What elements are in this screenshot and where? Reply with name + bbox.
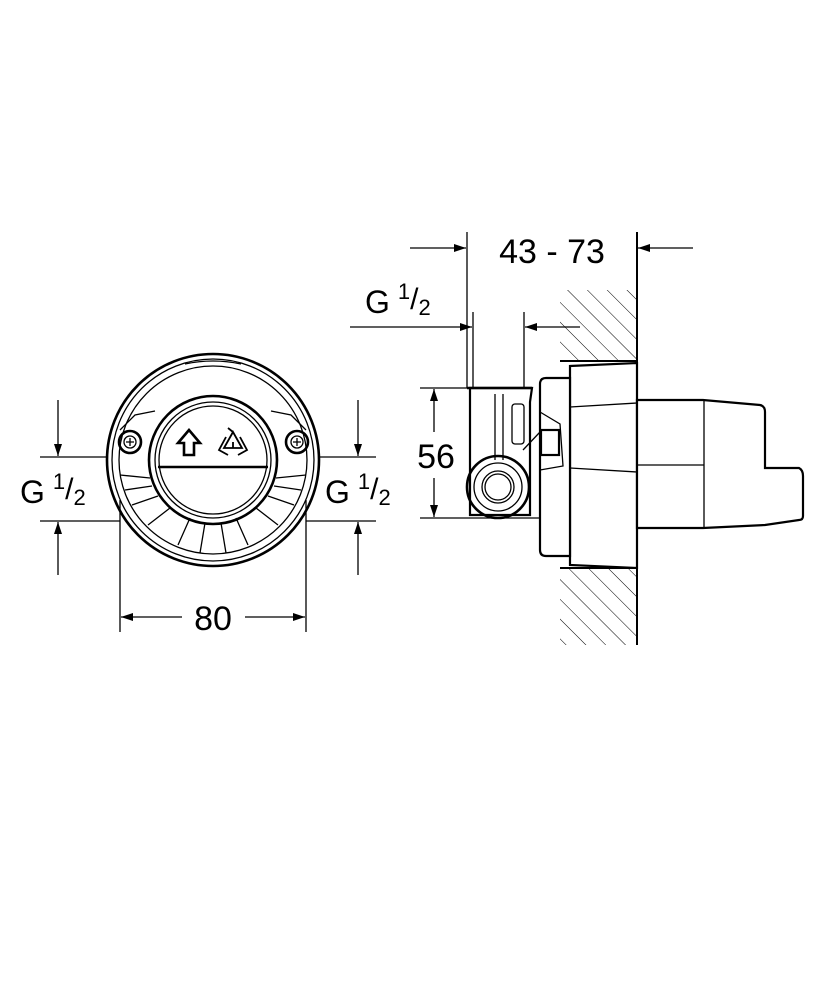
- height-dimension: 56: [417, 387, 540, 519]
- valve-body: [538, 361, 805, 570]
- width-dimension: 80: [119, 500, 307, 638]
- width-dim-label: 80: [194, 600, 232, 638]
- cover-plate: [105, 352, 321, 568]
- depth-dim-label: 43 - 73: [499, 233, 605, 271]
- pipe-fitting: [465, 386, 541, 520]
- arrow-up-icon: [175, 427, 203, 457]
- inner-cap: [147, 394, 279, 526]
- screw-left: [117, 429, 143, 455]
- height-dim-label: 56: [417, 438, 455, 476]
- depth-dimension: 43 - 73: [410, 232, 693, 388]
- screw-right: [284, 429, 310, 455]
- wall-section: [560, 232, 638, 645]
- recycle-icon: [217, 427, 249, 456]
